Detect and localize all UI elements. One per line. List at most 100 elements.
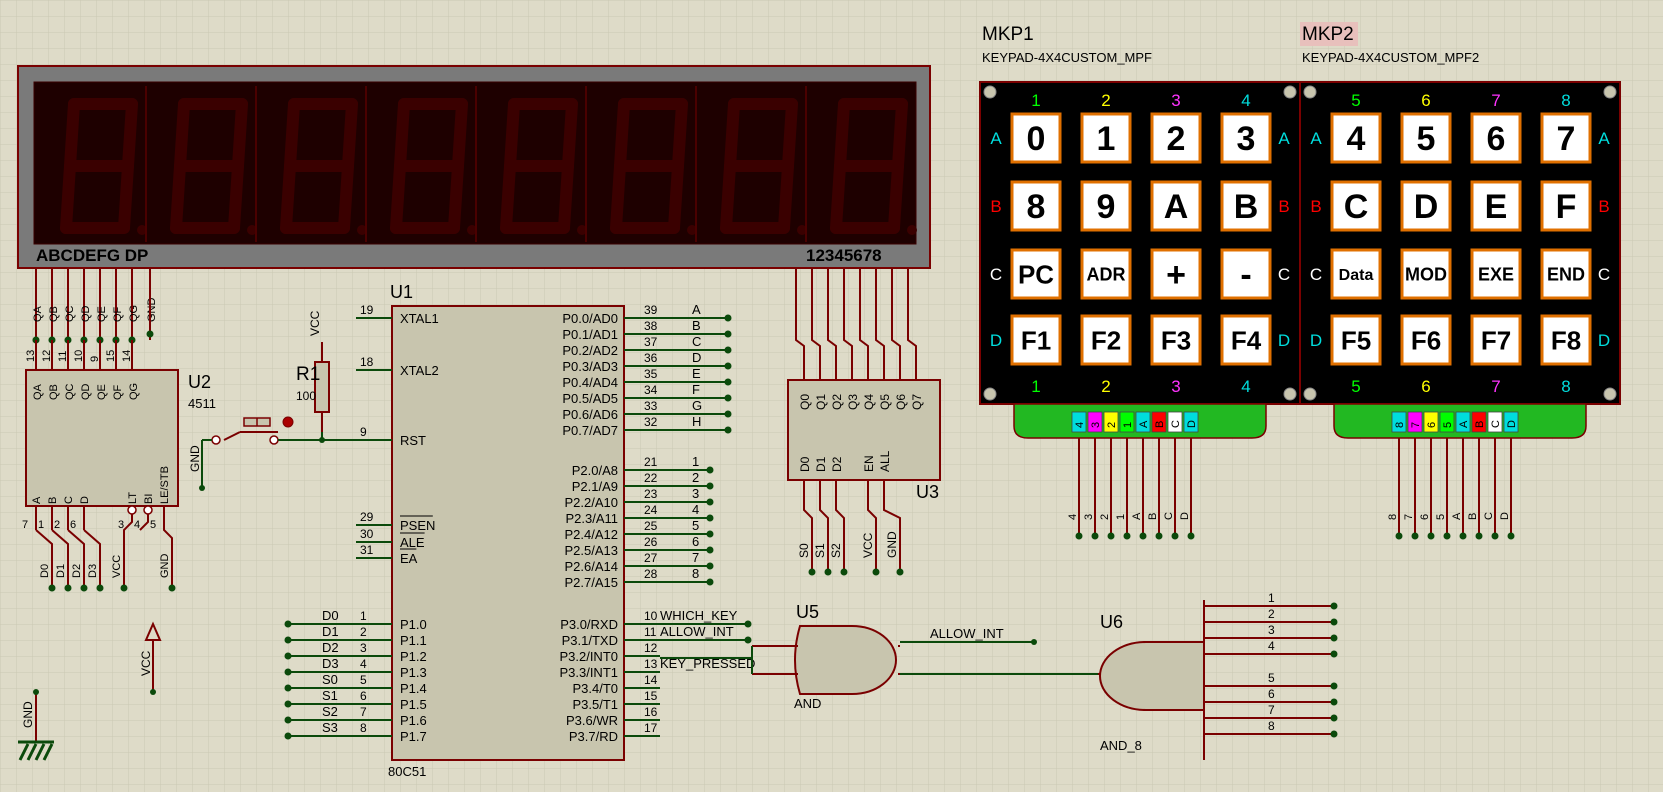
u3-pin-wire (883, 480, 901, 572)
segment-e (390, 160, 406, 234)
segment-b (892, 98, 908, 172)
gnd-symbol[interactable]: GND (18, 689, 54, 761)
u6-input-dot (1330, 682, 1338, 690)
mkp2-name: MKP2 (1302, 24, 1354, 45)
keypad-key[interactable]: MOD (1400, 248, 1452, 300)
keypad-key[interactable]: F3 (1150, 314, 1202, 366)
display-digit-4 (365, 86, 477, 242)
u1-pin-name: P1.5 (400, 697, 427, 712)
keypad-key-label: 4 (1347, 120, 1366, 158)
keypad-key[interactable]: F6 (1400, 314, 1452, 366)
u1-pin-num: 23 (644, 487, 658, 501)
keypad-key-label: 9 (1097, 188, 1116, 226)
u6-input-label: 8 (1268, 719, 1275, 733)
keypad-key[interactable]: 7 (1540, 112, 1592, 164)
reset-gnd-label: GND (188, 445, 202, 472)
keypad-key[interactable]: F5 (1330, 314, 1382, 366)
segment-c (778, 160, 794, 234)
segment-b (452, 98, 468, 172)
u1-pin-num: 26 (644, 535, 658, 549)
u2-decoder[interactable]: U2 4511 (25, 369, 216, 507)
keypad-key-label: END (1547, 264, 1585, 284)
keypad-key[interactable]: F (1540, 180, 1592, 232)
u5-and-gate[interactable]: U5 AND ALLOW_INT (752, 602, 1004, 711)
u1-net-dot (744, 620, 752, 628)
keypad-key[interactable]: END (1540, 248, 1592, 300)
keypad-key[interactable]: F8 (1540, 314, 1592, 366)
segment-c (558, 160, 574, 234)
keypad-key-face (1330, 180, 1382, 232)
u1-pin-num: 24 (644, 503, 658, 517)
keypad-key[interactable]: + (1150, 248, 1202, 300)
keypad-key[interactable]: 6 (1470, 112, 1522, 164)
connector-pin (1471, 411, 1487, 433)
u2-pin-name: B (47, 497, 59, 504)
keypad-key[interactable]: 3 (1220, 112, 1272, 164)
keypad-key-label: A (1164, 188, 1189, 226)
u3-net-label: GND (885, 531, 899, 558)
keypad-key[interactable]: E (1470, 180, 1522, 232)
u2-pin-num: 12 (41, 350, 53, 362)
segment-b (122, 98, 138, 172)
u1-pins: 19XTAL118XTAL29RST29PSEN30ALE31EA1P1.0D0… (284, 302, 755, 744)
u1-pin-name: P0.2/AD2 (562, 343, 618, 358)
u2-pin-num: 9 (89, 356, 101, 362)
u2-pin-num: 15 (105, 350, 117, 362)
u6-input-label: 2 (1268, 607, 1275, 621)
keypad-key[interactable]: Data (1330, 248, 1382, 300)
keypad-key[interactable]: A (1150, 180, 1202, 232)
keypad-key-label: 5 (1417, 120, 1436, 158)
u1-pin-name: XTAL1 (400, 311, 439, 326)
reset-button[interactable]: GND (188, 416, 390, 491)
keypad-key[interactable]: 4 (1330, 112, 1382, 164)
keypad-key[interactable]: D (1400, 180, 1452, 232)
u2-pin-name: LE/STB (159, 466, 171, 504)
u3-latch[interactable]: U3 (787, 379, 941, 502)
segment-dp (247, 225, 257, 235)
connector-wire-dot (1411, 532, 1419, 540)
keypad-key[interactable]: C (1330, 180, 1382, 232)
keypad-key[interactable]: F7 (1470, 314, 1522, 366)
u1-pin-name: P3.6/WR (566, 713, 618, 728)
u6-and8-gate[interactable]: U6 AND_8 (1098, 600, 1205, 760)
u1-pin-name: P1.1 (400, 633, 427, 648)
u5-type: AND (794, 696, 821, 711)
u1-pin-num: 5 (360, 673, 367, 687)
keypad-key[interactable]: F2 (1080, 314, 1132, 366)
r1-resistor[interactable]: R1 100 VCC (296, 310, 330, 432)
segment-e (830, 160, 846, 234)
keypad-key[interactable]: PC (1010, 248, 1062, 300)
u2-net-dot (64, 584, 72, 592)
u1-pin-num: 29 (360, 510, 374, 524)
keypad-key-face (1330, 112, 1382, 164)
u2-net-dot (48, 584, 56, 592)
connector-pin (1407, 411, 1423, 433)
vcc-symbol[interactable]: VCC (139, 621, 162, 695)
connector-pin (1071, 411, 1087, 433)
u1-microcontroller[interactable]: U1 80C51 (388, 282, 625, 779)
segment-c (338, 160, 354, 234)
u6-input-label: 4 (1268, 639, 1275, 653)
keypad-key[interactable]: 0 (1010, 112, 1062, 164)
u1-net-dot (724, 426, 732, 434)
keypad-key[interactable]: 1 (1080, 112, 1132, 164)
u2-pin-wire (139, 514, 149, 531)
keypad-key[interactable]: B (1220, 180, 1272, 232)
keypad-key[interactable]: 8 (1010, 180, 1062, 232)
segment-b (232, 98, 248, 172)
keypad-key[interactable]: - (1220, 248, 1272, 300)
keypad-key[interactable]: 2 (1150, 112, 1202, 164)
keypad-key[interactable]: EXE (1470, 248, 1522, 300)
connector-net-label: 2 (1099, 514, 1111, 520)
keypad-key[interactable]: ADR (1080, 248, 1132, 300)
keypad-key[interactable]: 9 (1080, 180, 1132, 232)
u1-net-label: S0 (322, 672, 338, 687)
keypad-key[interactable]: 5 (1400, 112, 1452, 164)
u3-pin-wire (803, 480, 813, 572)
keypad-key[interactable]: F1 (1010, 314, 1062, 366)
connector-pin (1119, 411, 1135, 433)
seven-segment-display[interactable]: ABCDEFG DP 12345678 (17, 65, 931, 269)
keypad-key[interactable]: F4 (1220, 314, 1272, 366)
